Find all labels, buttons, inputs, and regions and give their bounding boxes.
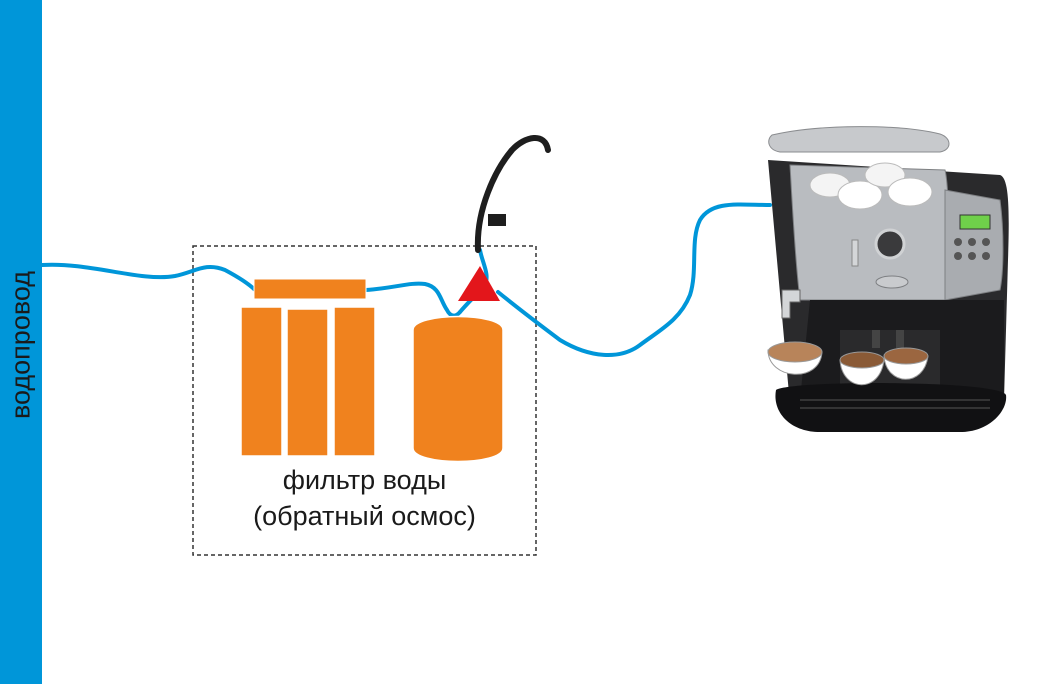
- coffee-machine-icon: [767, 126, 1009, 432]
- filter-caption-line1: фильтр воды: [282, 465, 447, 495]
- filter-cartridge-1: [240, 306, 283, 457]
- filter-caption: фильтр воды (обратный осмос): [192, 462, 537, 534]
- water-supply-pipe: водопровод: [0, 0, 42, 684]
- filter-cartridge-2: [286, 308, 329, 457]
- water-tube-filter-to-tank: [364, 281, 462, 318]
- water-tube-to-coffee-machine: [496, 202, 772, 357]
- filter-caption-line2: (обратный осмос): [253, 501, 476, 531]
- filter-cartridge-3: [333, 306, 376, 457]
- filter-storage-tank: [412, 315, 504, 463]
- water-tube-supply-to-filter: [40, 262, 257, 292]
- filter-enclosure: [192, 245, 537, 556]
- valve-icon: [458, 266, 500, 301]
- filter-header-bar: [253, 278, 367, 300]
- faucet-icon: [474, 135, 551, 253]
